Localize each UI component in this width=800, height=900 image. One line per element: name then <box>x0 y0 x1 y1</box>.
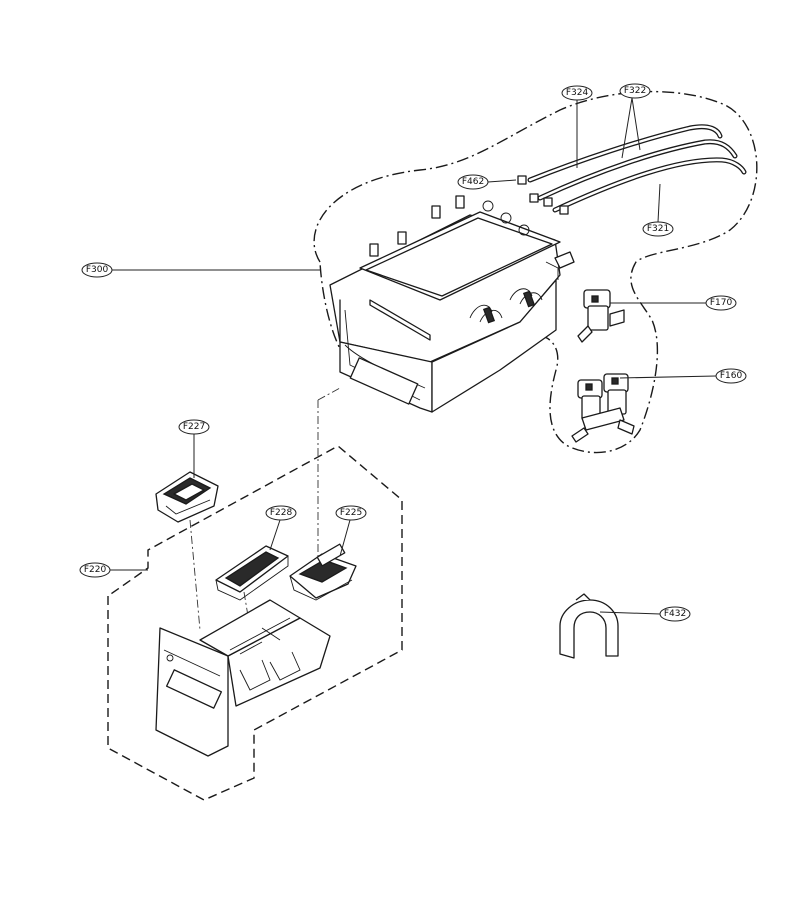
alignment-line-3 <box>189 519 201 631</box>
drawer-assembly-boundary <box>107 445 403 801</box>
leader-f462 <box>487 179 517 183</box>
leader-f321 <box>657 183 661 223</box>
label-f228: F228 <box>265 505 297 521</box>
leader-f432 <box>599 611 661 615</box>
label-f322: F322 <box>619 83 651 99</box>
hose-clamps-part <box>517 175 569 215</box>
svg-text:F220: F220 <box>84 565 107 575</box>
leader-f322-a <box>621 97 633 159</box>
leader-f322-b <box>631 97 641 151</box>
label-f225: F225 <box>335 505 367 521</box>
svg-text:F225: F225 <box>340 508 362 518</box>
alignment-line-4 <box>243 591 251 629</box>
label-f432: F432 <box>659 606 691 622</box>
single-water-valve-part <box>577 289 625 343</box>
alignment-line-2 <box>317 387 341 401</box>
svg-text:F322: F322 <box>624 86 646 96</box>
svg-text:F321: F321 <box>647 224 669 234</box>
svg-text:F432: F432 <box>664 609 686 619</box>
softener-cap-part <box>289 543 357 601</box>
label-f300: F300 <box>81 262 113 278</box>
label-f321: F321 <box>642 221 674 237</box>
detergent-drawer-part <box>155 599 331 757</box>
hose-set-part <box>527 124 747 213</box>
label-f160: F160 <box>715 368 747 384</box>
svg-text:F324: F324 <box>566 88 589 98</box>
label-f227: F227 <box>178 419 210 435</box>
svg-text:F227: F227 <box>183 422 205 432</box>
leader-f228 <box>269 519 281 551</box>
leader-f225 <box>339 519 351 557</box>
hose-bracket-part <box>559 593 619 659</box>
dispenser-housing-part <box>329 195 575 413</box>
double-water-valve-part <box>571 373 635 443</box>
label-f220: F220 <box>79 562 111 578</box>
svg-text:F300: F300 <box>86 265 109 275</box>
drawer-cap-part <box>155 471 219 523</box>
svg-text:F462: F462 <box>462 177 484 187</box>
svg-text:F228: F228 <box>270 508 293 518</box>
label-f324: F324 <box>561 85 593 101</box>
label-f170: F170 <box>705 295 737 311</box>
siphon-insert-part <box>215 545 289 601</box>
leader-f160 <box>619 375 717 379</box>
svg-text:F160: F160 <box>720 371 743 381</box>
svg-text:F170: F170 <box>710 298 733 308</box>
label-f462: F462 <box>457 174 489 190</box>
